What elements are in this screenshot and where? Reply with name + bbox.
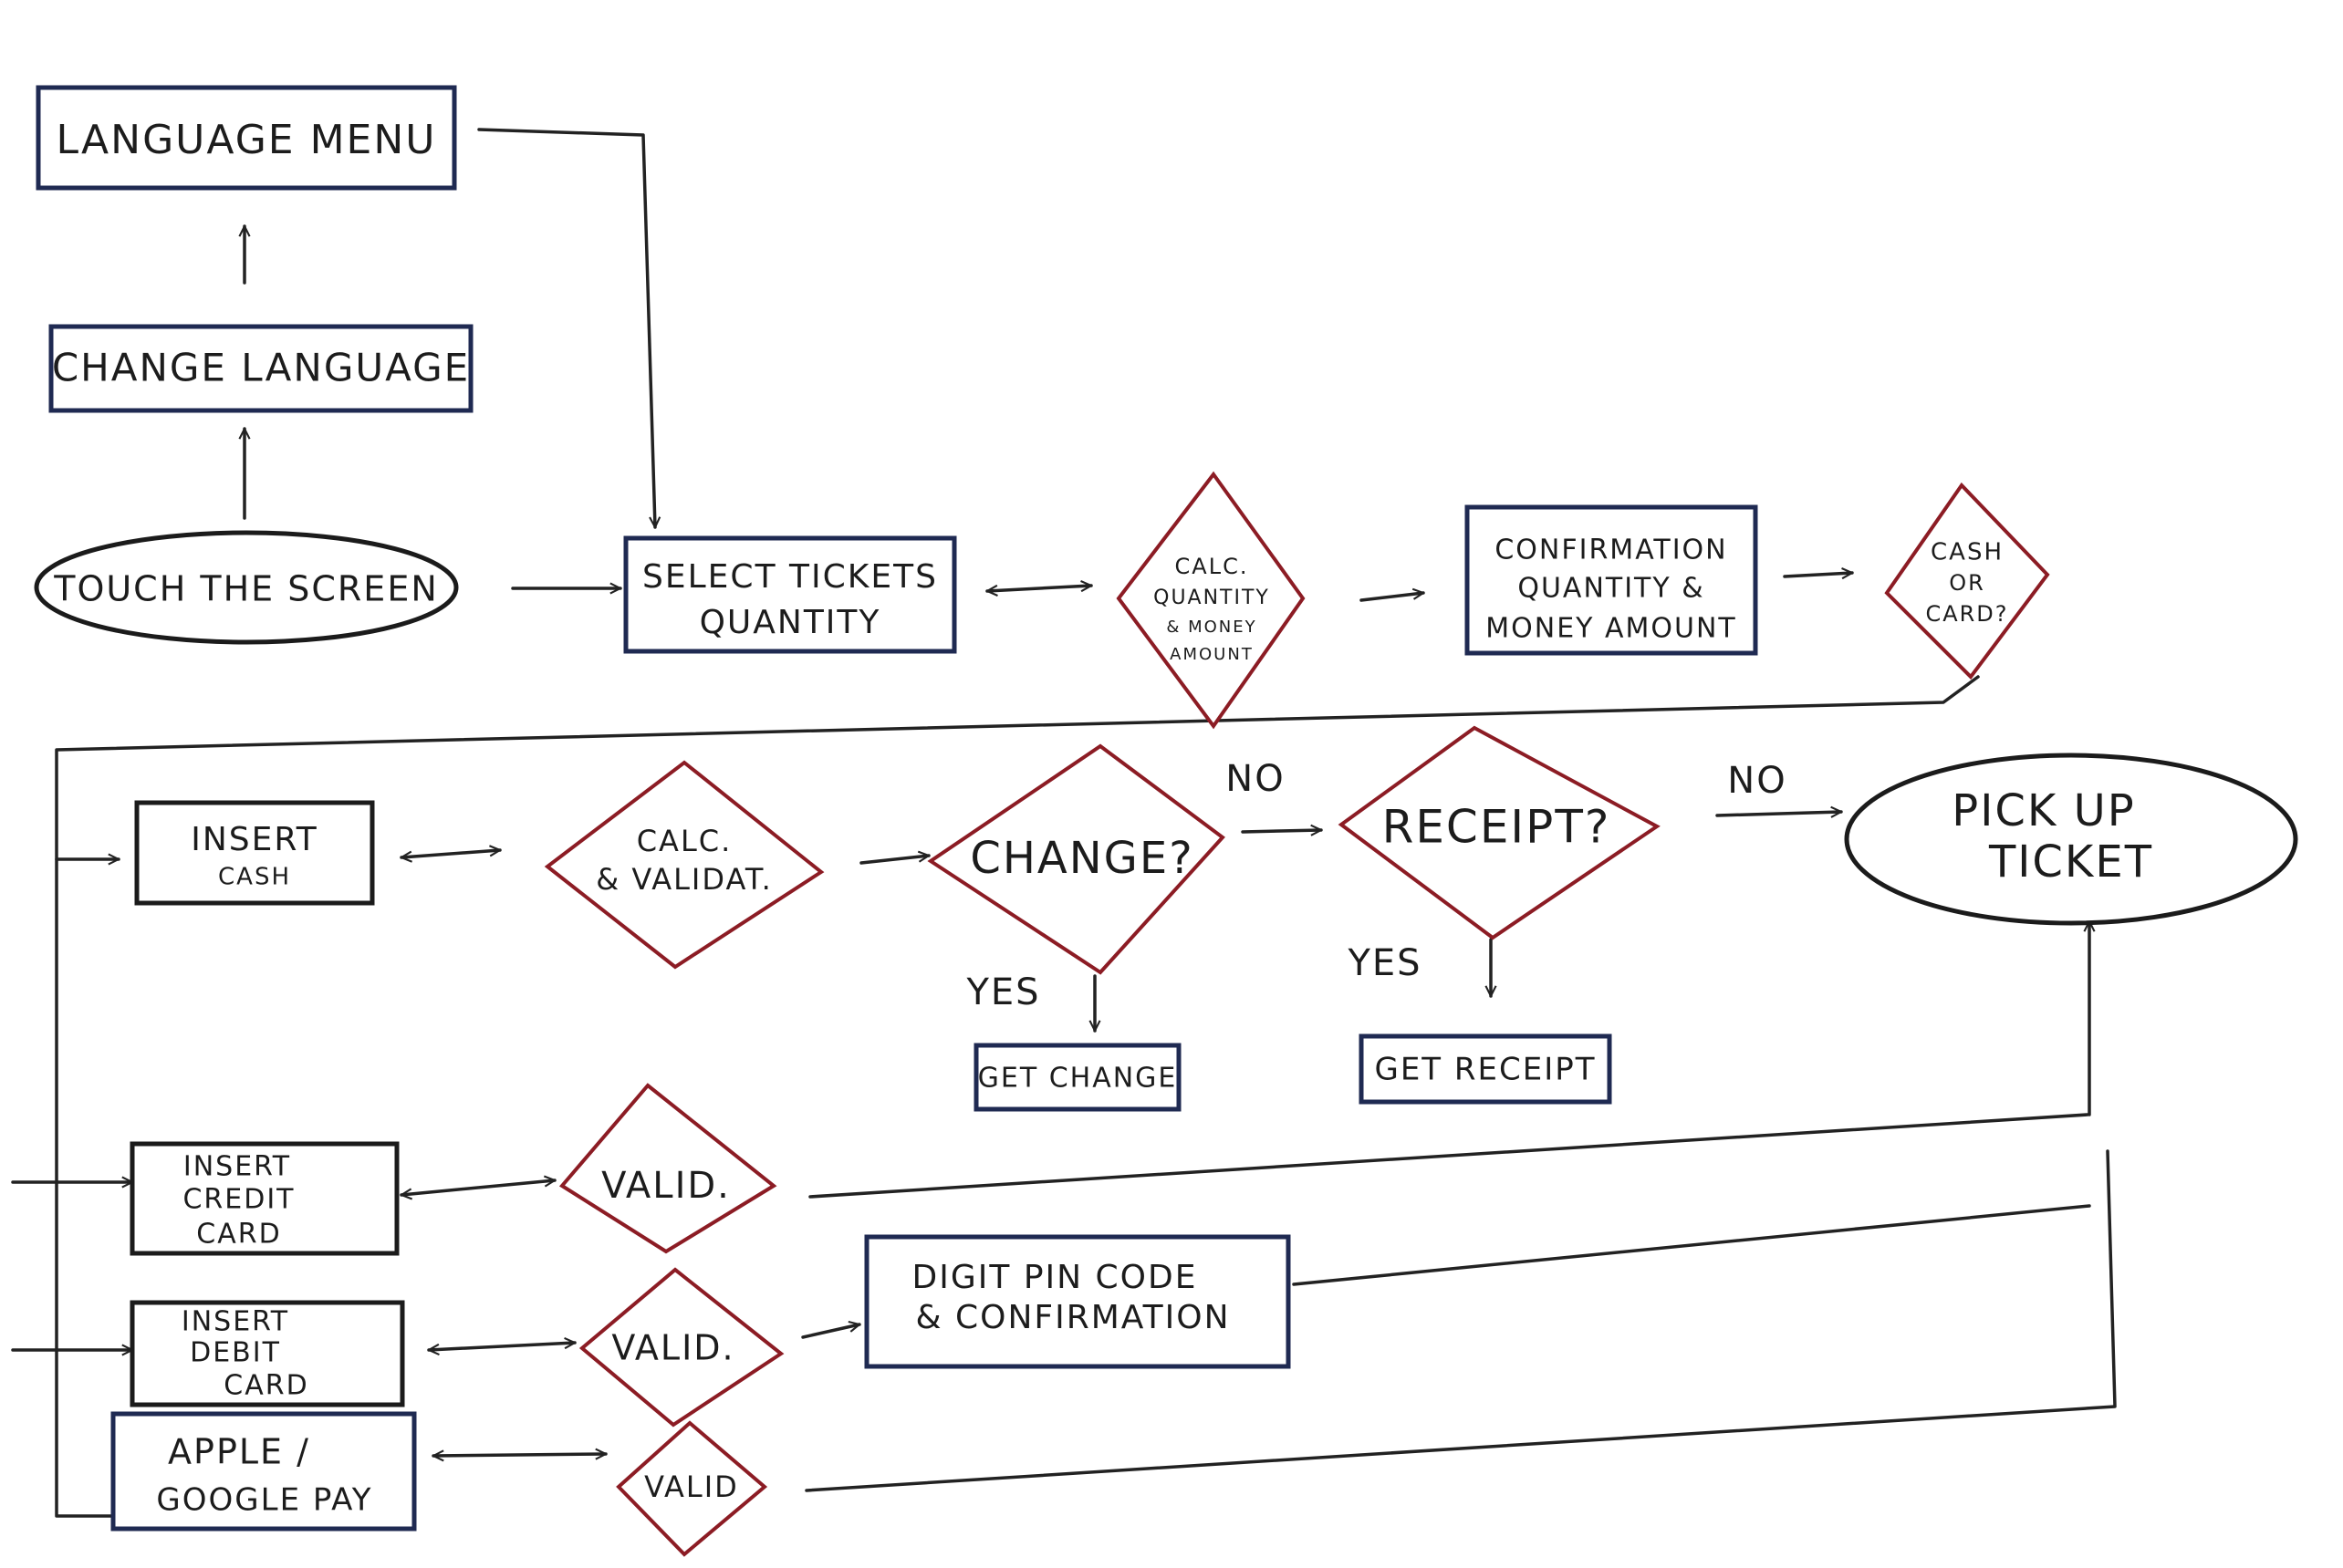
node-receipt-decision[interactable]: RECEIPT? [1338,725,1661,940]
line-pay-valid-to-rail [805,1149,2117,1492]
cash-or-card-label-1: CASH [1931,539,2004,566]
pick-up-ticket-label-1: PICK UP [1952,785,2135,836]
arrow-confirmation-to-cash-or-card [1783,573,1852,576]
select-tickets-label-1: SELECT TICKETS [642,558,938,596]
line-cash-or-card-return [55,675,1980,1518]
node-change-decision[interactable]: CHANGE? [927,743,1225,975]
calc-quantity-label-2: QUANTITY [1153,587,1270,609]
yes-label-receipt: YES [1347,942,1421,984]
pay-label-1: APPLE / [168,1432,310,1472]
get-change-label: GET CHANGE [978,1063,1178,1095]
insert-cash-label-2: CASH [218,864,291,891]
receipt-label: RECEIPT? [1382,801,1611,854]
arrow-select-calc-bidirectional [987,586,1091,591]
node-confirmation[interactable]: CONFIRMATION QUANTITY & MONEY AMOUNT [1464,504,1758,656]
node-apple-google-pay[interactable]: APPLE / GOOGLE PAY [110,1411,417,1532]
calc-validat-label-2: & VALIDAT. [596,862,773,897]
arrow-cash-calc-bidirectional [401,850,500,857]
arrow-receipt-to-pickup [1715,812,1843,815]
digit-pin-label-1: DIGIT PIN CODE [912,1259,1198,1296]
no-label-receipt: NO [1727,760,1786,802]
credit-card-label-1: INSERT [183,1151,291,1183]
line-pin-to-rail [1292,1204,2091,1286]
arrow-calc-to-confirmation [1359,593,1423,602]
touch-the-screen-label: TOUCH THE SCREEN [53,569,439,609]
arrow-debit-valid-bidirectional [427,1343,577,1350]
credit-card-label-2: CREDIT [182,1184,295,1216]
confirmation-label-3: MONEY AMOUNT [1485,613,1737,645]
confirmation-label-1: CONFIRMATION [1494,535,1727,566]
node-get-change[interactable]: GET CHANGE [974,1043,1182,1112]
pay-label-2: GOOGLE PAY [156,1482,372,1519]
arrow-change-to-receipt [1241,830,1323,832]
node-insert-credit-card[interactable]: INSERT CREDIT CARD [130,1141,400,1256]
arrow-menu-to-select-tickets [477,128,655,529]
debit-card-label-3: CARD [224,1370,308,1402]
node-select-tickets-quantity[interactable]: SELECT TICKETS QUANTITY [623,535,957,654]
valid-pay-label: VALID [644,1469,739,1504]
language-menu-label: LANGUAGE MENU [57,117,437,163]
node-calc-quantity[interactable]: CALC. QUANTITY & MONEY AMOUNT [1116,471,1306,730]
node-language-menu[interactable]: LANGUAGE MENU [36,85,457,191]
confirmation-label-2: QUANTITY & [1517,573,1704,605]
calc-quantity-label-1: CALC. [1175,554,1249,579]
calc-quantity-label-3: & MONEY [1166,618,1256,637]
node-cash-or-card[interactable]: CASH OR CARD? [1884,482,2050,680]
node-digit-pin[interactable]: DIGIT PIN CODE & CONFIRMATION [864,1234,1291,1369]
node-calc-validat[interactable]: CALC. & VALIDAT. [544,760,825,970]
node-get-receipt[interactable]: GET RECEIPT [1359,1033,1612,1105]
node-touch-the-screen[interactable]: TOUCH THE SCREEN [34,530,459,645]
arrow-validat-to-change [859,856,929,865]
arrow-debit-valid-to-pin [801,1324,859,1339]
yes-label-change: YES [965,971,1040,1013]
debit-card-label-1: INSERT [182,1306,289,1338]
credit-card-label-3: CARD [196,1219,281,1251]
digit-pin-label-2: & CONFIRMATION [915,1299,1230,1336]
insert-cash-label-1: INSERT [191,821,318,858]
arrow-credit-valid-bidirectional [401,1180,555,1195]
no-label-change: NO [1225,758,1285,800]
node-valid-debit[interactable]: VALID. [578,1267,785,1428]
valid-credit-label: VALID. [601,1165,731,1207]
node-change-language[interactable]: CHANGE LANGUAGE [48,324,474,413]
node-valid-pay[interactable]: VALID [616,1420,768,1557]
node-pick-up-ticket[interactable]: PICK UP TICKET [1844,753,2298,926]
get-receipt-label: GET RECEIPT [1374,1052,1596,1088]
cash-or-card-label-3: CARD? [1925,601,2008,627]
node-insert-debit-card[interactable]: INSERT DEBIT CARD [130,1300,405,1407]
debit-card-label-2: DEBIT [190,1337,281,1369]
valid-debit-label: VALID. [611,1328,734,1368]
change-language-label: CHANGE LANGUAGE [52,346,470,390]
arrow-pay-valid-bidirectional [432,1454,608,1456]
pick-up-ticket-label-2: TICKET [1988,836,2153,888]
calc-quantity-label-4: AMOUNT [1170,645,1254,664]
connectors [11,128,2117,1518]
node-insert-cash[interactable]: INSERT CASH [134,800,375,906]
change-label: CHANGE? [970,833,1193,884]
node-valid-credit[interactable]: VALID. [558,1083,777,1254]
select-tickets-label-2: QUANTITY [700,604,881,641]
calc-validat-label-1: CALC. [637,824,733,858]
line-credit-valid-to-rail [808,1113,2089,1199]
cash-or-card-label-2: OR [1949,570,1985,596]
